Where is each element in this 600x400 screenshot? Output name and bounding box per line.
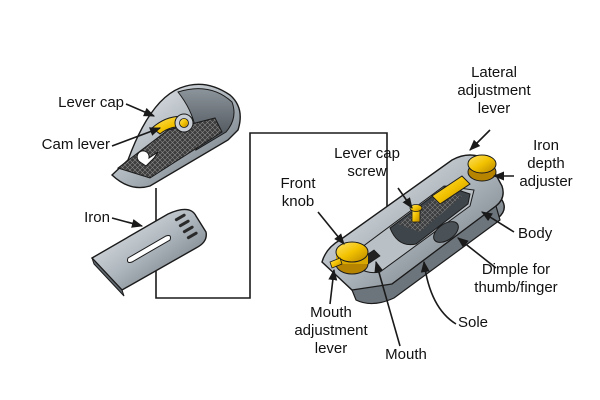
front-knob <box>335 241 369 275</box>
leader-sole <box>420 260 457 325</box>
mouth-adjustment-lever <box>329 257 343 269</box>
leader-mouth-adj <box>328 268 338 305</box>
label-cam-lever: Cam lever <box>41 136 110 153</box>
leader-lever-cap <box>125 103 156 117</box>
leader-body <box>481 211 515 233</box>
leader-lever-cap-screw <box>397 187 413 209</box>
label-mouth: Mouth <box>385 346 427 363</box>
plane-body <box>321 154 505 305</box>
leader-cam-lever <box>111 127 162 147</box>
connector-line <box>155 132 388 299</box>
label-mouth-adjustment-lever: Mouth adjustment lever <box>294 304 368 357</box>
leader-lines <box>111 103 515 347</box>
label-front-knob: Front knob <box>280 175 316 210</box>
leader-dimple <box>457 237 497 269</box>
label-iron: Iron <box>84 209 110 226</box>
label-iron-depth-adjuster: Iron depth adjuster <box>519 137 573 190</box>
label-lever-cap: Lever cap <box>58 94 124 111</box>
label-lateral-adjustment-lever: Lateral adjustment lever <box>457 64 531 117</box>
lever-cap-screw <box>409 204 423 223</box>
leader-lateral <box>469 129 491 151</box>
leader-iron <box>111 217 144 228</box>
leader-mouth <box>374 260 401 347</box>
label-sole: Sole <box>458 314 489 331</box>
cam-lever-shape <box>151 113 194 135</box>
lateral-adjustment-lever <box>431 175 471 205</box>
label-lever-cap-screw: Lever cap screw <box>334 145 400 180</box>
thumb-dimple <box>433 221 459 243</box>
label-body: Body <box>518 225 553 242</box>
leader-front-knob <box>317 211 345 245</box>
lever-cap-part <box>110 83 241 189</box>
label-dimple: Dimple for thumb/finger <box>474 261 558 296</box>
iron-part <box>90 208 207 297</box>
iron-depth-adjuster <box>467 154 497 182</box>
